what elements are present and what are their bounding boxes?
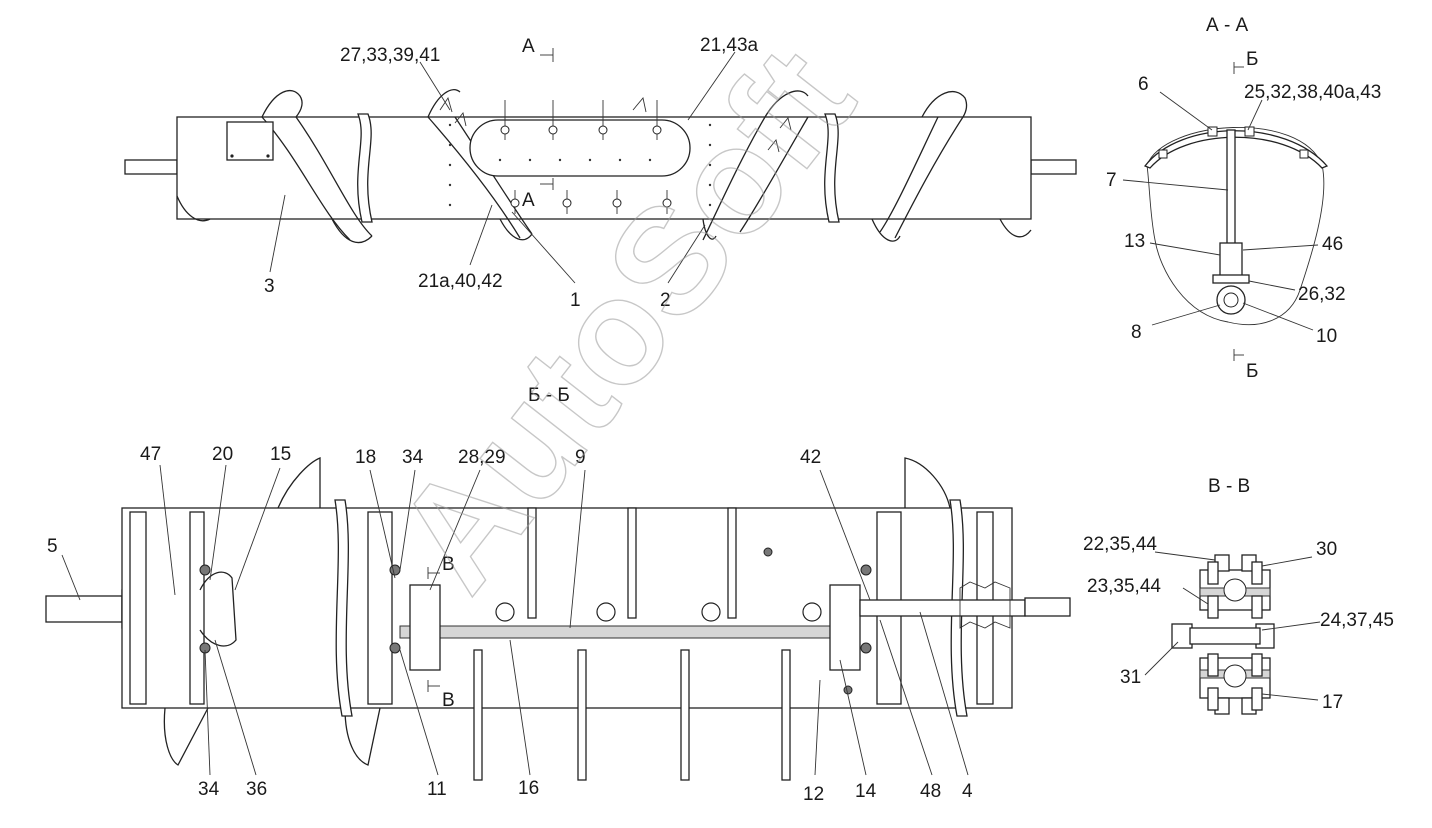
section-mark-v-bottom: В [442,690,455,711]
callout-26-32: 26,32 [1298,284,1346,305]
callout-7: 7 [1106,170,1117,191]
callout-42: 42 [800,447,821,468]
callout-3: 3 [264,276,275,297]
callout-18: 18 [355,447,376,468]
section-v-v-title: В - В [1208,476,1250,497]
callout-6: 6 [1138,74,1149,95]
callout-11: 11 [427,779,447,800]
section-v-v: В - В 22,35,44 30 23,35,44 24,37,45 31 1… [1083,476,1394,715]
callout-21-43a: 21,43а [700,35,759,56]
callout-4: 4 [962,781,973,802]
top-view-auger: А А 27,33,39,41 21,43а 3 21а,40,42 1 2 [124,35,1077,311]
callout-16: 16 [518,778,539,799]
callout-9: 9 [575,447,586,468]
callout-31: 31 [1120,667,1141,688]
callout-14: 14 [855,781,877,802]
callout-13: 13 [1124,231,1145,252]
callout-48: 48 [920,781,941,802]
callout-27-33-39-41: 27,33,39,41 [340,45,440,66]
callout-21a-40-42: 21а,40,42 [418,271,503,292]
section-b-b: Б - Б [45,385,1071,805]
callout-10: 10 [1316,326,1337,347]
callout-1: 1 [570,290,581,311]
section-mark-v-top: В [442,554,455,575]
callout-36: 36 [246,779,267,800]
callout-17: 17 [1322,692,1343,713]
callout-30: 30 [1316,539,1337,560]
callout-20: 20 [212,444,233,465]
callout-46: 46 [1322,234,1343,255]
callout-34-top: 34 [402,447,424,468]
callout-47: 47 [140,444,161,465]
callout-23-35-44: 23,35,44 [1087,576,1161,597]
callout-25-32-38-40a-43: 25,32,38,40а,43 [1244,82,1381,103]
section-b-b-title: Б - Б [528,385,570,406]
section-mark-b-bottom: Б [1246,361,1258,382]
callout-24-37-45: 24,37,45 [1320,610,1394,631]
section-mark-a-top: А [522,36,535,57]
callout-22-35-44: 22,35,44 [1083,534,1157,555]
callout-12: 12 [803,784,824,805]
section-mark-a-bottom: А [522,190,535,211]
section-a-a: А - А Б Б 6 25,32,38,40а,43 7 13 46 [1106,15,1381,382]
callout-2: 2 [660,290,671,311]
callout-34-bottom: 34 [198,779,220,800]
callout-5: 5 [47,536,58,557]
callout-8: 8 [1131,322,1142,343]
callout-28-29: 28,29 [458,447,506,468]
section-mark-b-top: Б [1246,49,1258,70]
section-a-a-title: А - А [1206,15,1249,36]
callout-15: 15 [270,444,291,465]
